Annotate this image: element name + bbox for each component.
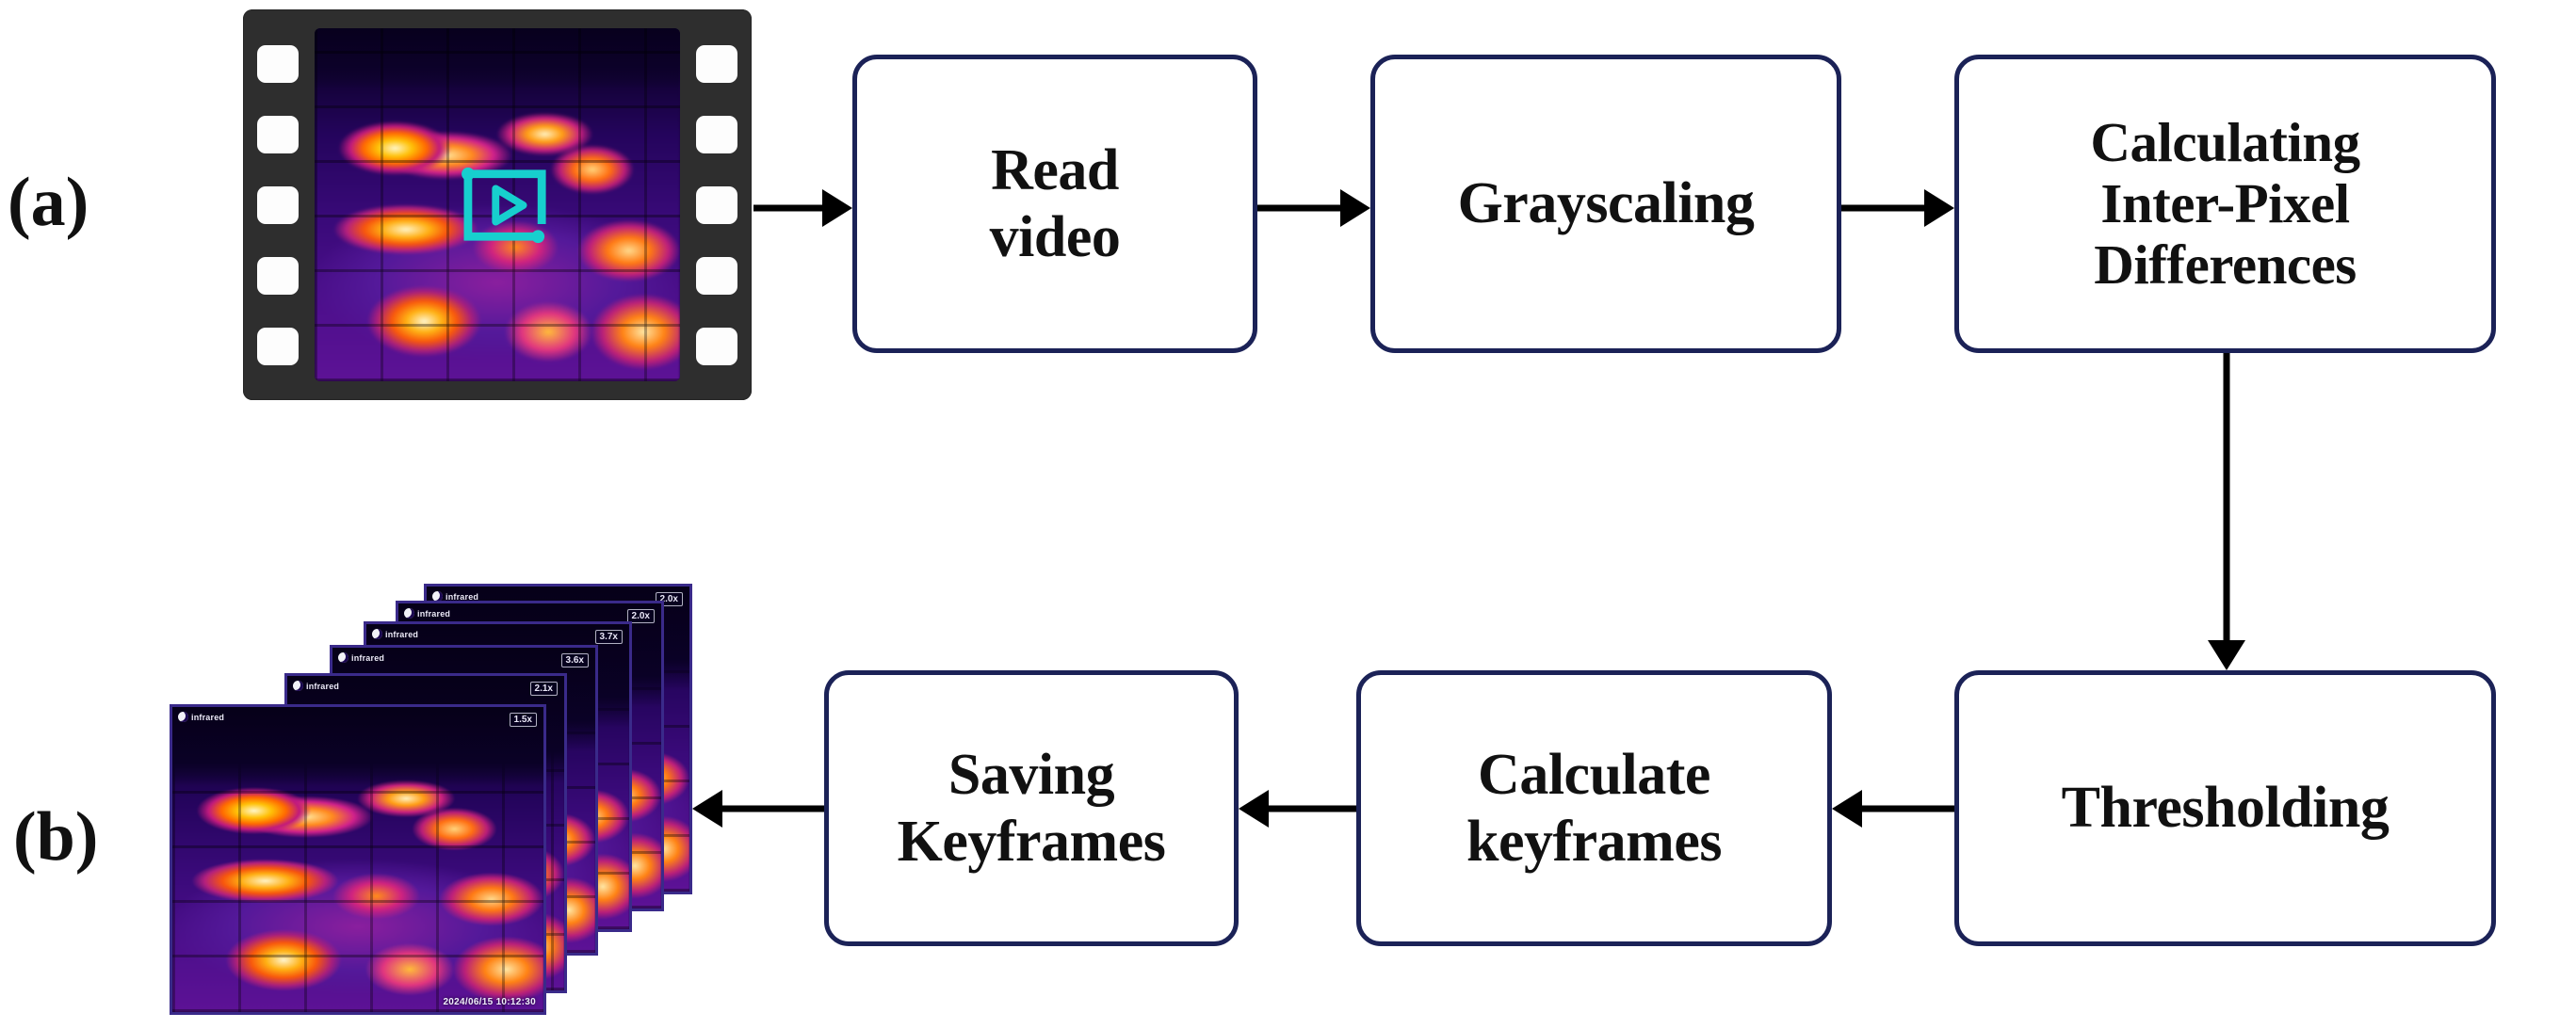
- infrared-logo-text: infrared: [446, 591, 479, 602]
- infrared-logo-icon: [432, 591, 443, 602]
- arrow-filmstrip-to-read-video: [753, 188, 852, 228]
- process-box-label: Calculating Inter-Pixel Differences: [2090, 111, 2360, 296]
- thermal-video-frame: [315, 28, 680, 381]
- sprocket-hole: [257, 327, 299, 365]
- zoom-badge: 2.1x: [529, 682, 558, 696]
- keyframe-stack: infrared 2.0x infrared 2.0x infrared 3.7…: [170, 584, 697, 1017]
- filmstrip-sprockets-left: [243, 23, 313, 387]
- thermal-dark-band: [315, 28, 680, 88]
- infrared-logo-text: infrared: [191, 712, 225, 722]
- timestamp-overlay: 2024/06/15 10:12:30: [443, 997, 536, 1007]
- sprocket-hole: [257, 115, 299, 153]
- arrow-calculate-keyframes-to-saving-keyframes: [1239, 789, 1356, 828]
- filmstrip-sprockets-right: [682, 23, 752, 387]
- infrared-logo-icon: [404, 608, 414, 619]
- process-box-label: Calculate keyframes: [1466, 743, 1722, 874]
- infrared-logo-icon: [338, 652, 348, 663]
- arrow-read-video-to-grayscaling: [1257, 188, 1370, 228]
- zoom-badge: 1.5x: [509, 713, 537, 727]
- infrared-logo: infrared: [432, 591, 478, 602]
- process-box-read-video[interactable]: Read video: [852, 55, 1257, 353]
- panel-label-b: (b): [13, 798, 99, 876]
- sprocket-hole: [257, 185, 299, 224]
- zoom-badge: 3.7x: [594, 630, 623, 644]
- process-box-label: Thresholding: [2061, 776, 2390, 841]
- infrared-logo-text: infrared: [306, 681, 340, 691]
- infrared-logo-text: infrared: [417, 608, 451, 619]
- play-button-icon: [462, 167, 546, 243]
- zoom-badge: 2.0x: [626, 609, 655, 623]
- process-box-calculate-keyframes[interactable]: Calculate keyframes: [1356, 670, 1832, 946]
- infrared-logo: infrared: [293, 681, 339, 691]
- infrared-logo: infrared: [404, 608, 450, 619]
- sprocket-hole: [696, 256, 737, 295]
- infrared-logo: infrared: [178, 712, 224, 722]
- sprocket-hole: [257, 44, 299, 83]
- sprocket-hole: [696, 185, 737, 224]
- process-box-calculating-inter-pixel-differences[interactable]: Calculating Inter-Pixel Differences: [1954, 55, 2496, 353]
- sprocket-hole: [257, 256, 299, 295]
- infrared-logo-text: infrared: [385, 629, 419, 639]
- panel-label-a: (a): [8, 164, 89, 241]
- infrared-logo-icon: [178, 712, 188, 722]
- arrow-grayscaling-to-calc-differences: [1841, 188, 1954, 228]
- process-box-label: Saving Keyframes: [897, 743, 1166, 874]
- thermal-dark-band: [172, 707, 543, 787]
- infrared-logo-icon: [372, 629, 382, 639]
- infrared-logo-text: infrared: [351, 652, 385, 663]
- sprocket-hole: [696, 327, 737, 365]
- process-box-thresholding[interactable]: Thresholding: [1954, 670, 2496, 946]
- process-box-saving-keyframes[interactable]: Saving Keyframes: [824, 670, 1239, 946]
- process-box-grayscaling[interactable]: Grayscaling: [1370, 55, 1841, 353]
- process-box-label: Grayscaling: [1457, 171, 1755, 236]
- infrared-logo-icon: [293, 681, 303, 691]
- keyframe-thumbnail-front[interactable]: infrared 1.5x 2024/06/15 10:12:30: [170, 704, 546, 1015]
- video-filmstrip: [243, 9, 752, 400]
- arrow-saving-keyframes-to-keyframe-stack: [692, 789, 824, 828]
- process-box-label: Read video: [989, 138, 1121, 269]
- infrared-logo: infrared: [338, 652, 384, 663]
- zoom-badge: 3.6x: [560, 653, 589, 667]
- infrared-logo: infrared: [372, 629, 418, 639]
- sprocket-hole: [696, 44, 737, 83]
- arrow-thresholding-to-calculate-keyframes: [1832, 789, 1954, 828]
- sprocket-hole: [696, 115, 737, 153]
- arrow-calc-differences-to-thresholding: [2207, 353, 2246, 670]
